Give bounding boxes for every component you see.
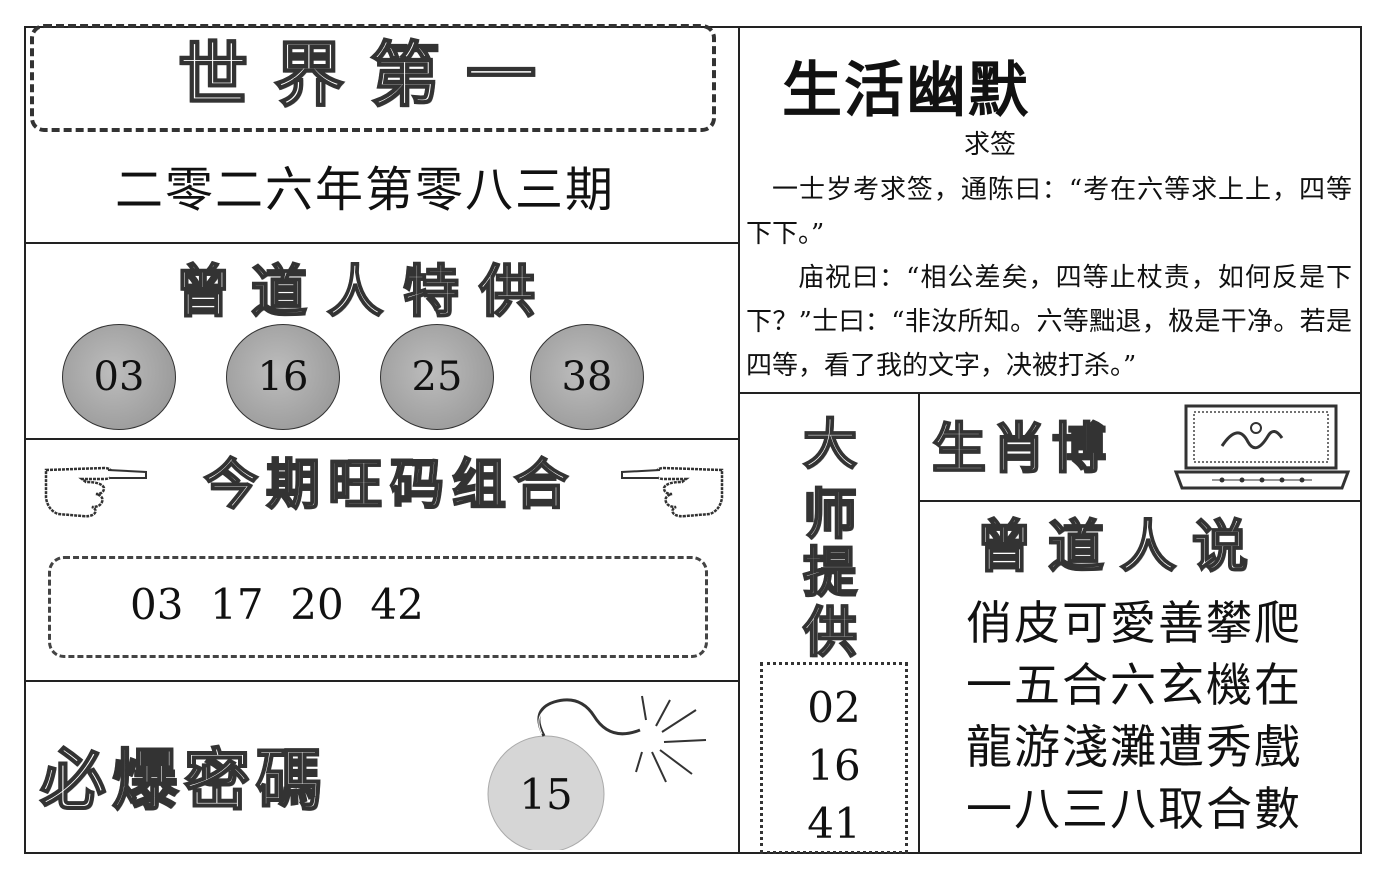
divider-issue — [24, 242, 738, 244]
poem-line-3: 龍游淺灘遭秀戲 — [966, 720, 1302, 774]
master-heading-char-3: 提 — [802, 540, 858, 605]
humor-text: 一士岁考求签，通陈曰：“考在六等求上上，四等下下。” 庙祝曰：“相公差矣，四等止… — [746, 168, 1352, 384]
poem-line-1: 俏皮可愛善攀爬 — [966, 596, 1302, 650]
master-divider — [918, 392, 920, 854]
issue-number: 二零二六年第零八三期 — [114, 162, 615, 218]
master-number-3: 41 — [807, 799, 861, 848]
master-heading-char-2: 师 — [802, 482, 858, 547]
humor-paragraph-1: 一士岁考求签，通陈曰：“考在六等求上上，四等下下。” — [746, 175, 1352, 249]
divider-humor — [738, 392, 1362, 394]
poem-line-2: 一五合六玄機在 — [966, 658, 1302, 712]
master-numbers-box: 02 16 41 — [760, 662, 908, 854]
combo-heading: 今期旺码组合 — [203, 452, 576, 517]
title-box — [30, 24, 716, 132]
humor-paragraph-2: 庙祝曰：“相公差矣，四等止杖责，如何反是下下？”士曰：“非汝所知。六等黜退，极是… — [746, 263, 1352, 381]
zodiac-heading: 生肖博 — [931, 416, 1112, 481]
bomb-icon — [470, 690, 720, 853]
zeng-says-poem: 俏皮可愛善攀爬 一五合六玄機在 龍游淺灘遭秀戲 一八三八取合數 — [966, 592, 1356, 844]
master-heading-char-4: 供 — [802, 600, 858, 665]
computer-icon — [1172, 402, 1352, 492]
pointing-hand-left-icon — [42, 452, 152, 518]
ball-2: 16 — [226, 324, 340, 430]
master-number-2: 16 — [807, 741, 861, 790]
zeng-says-heading: 曾道人说 — [975, 514, 1264, 581]
bomb-heading: 必爆密碼 — [39, 741, 328, 820]
ball-3: 25 — [380, 324, 494, 430]
combo-box — [48, 556, 708, 658]
master-heading-char-1: 大 — [802, 412, 858, 477]
divider-balls — [24, 438, 738, 440]
combo-numbers: 03 17 20 42 — [130, 580, 424, 629]
poem-line-4: 一八三八取合數 — [966, 782, 1302, 836]
master-number-1: 02 — [807, 683, 861, 732]
humor-subtitle: 求签 — [964, 130, 1017, 160]
ball-1: 03 — [62, 324, 176, 430]
pointing-hand-right-icon — [616, 452, 726, 518]
divider-zodiac — [918, 500, 1362, 502]
page-title: 世界第一 — [177, 33, 562, 117]
zeng-provide-heading: 曾道人特供 — [174, 259, 555, 326]
bomb-number: 15 — [519, 770, 573, 819]
divider-combo — [24, 680, 738, 682]
humor-title: 生活幽默 — [782, 56, 1030, 126]
center-divider — [738, 26, 740, 854]
ball-4: 38 — [530, 324, 644, 430]
